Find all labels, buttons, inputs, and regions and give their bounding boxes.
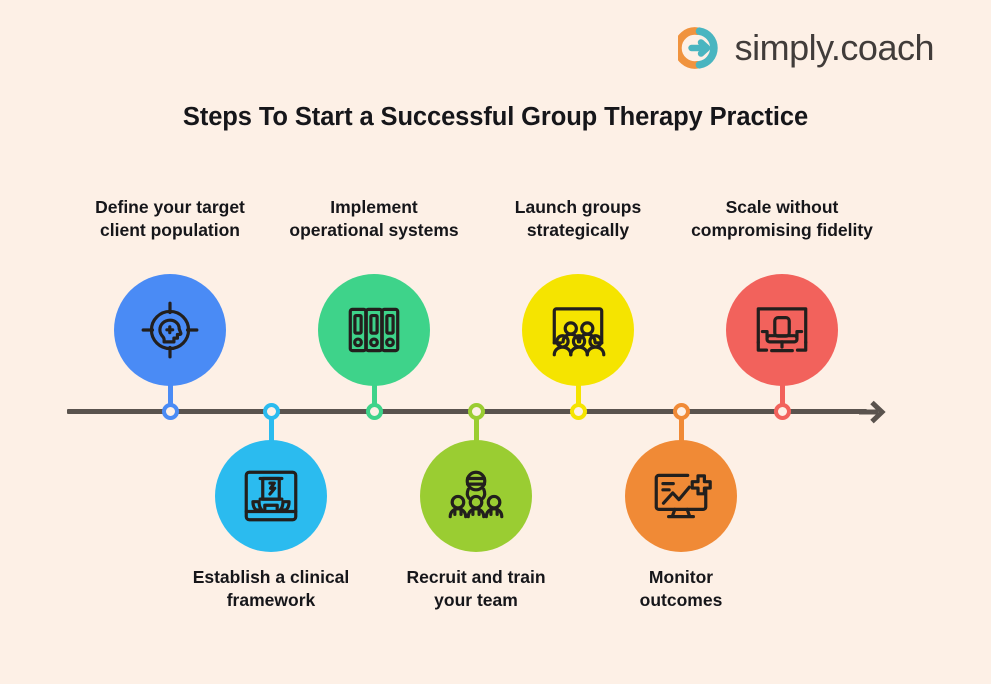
timeline-step-4-label: Recruit and train your team bbox=[406, 567, 546, 611]
timeline-step-6-connector bbox=[678, 411, 684, 446]
office-chair-frame-icon bbox=[749, 297, 815, 363]
timeline-step-7-connector bbox=[779, 380, 785, 411]
timeline-step-3-node[interactable] bbox=[365, 402, 383, 420]
arrow-right-icon bbox=[859, 400, 886, 424]
team-training-people-icon bbox=[443, 463, 509, 529]
timeline-step-2-icon-badge[interactable] bbox=[215, 440, 327, 552]
timeline-step-2-node[interactable] bbox=[262, 402, 280, 420]
timeline-step-2-label: Establish a clinical framework bbox=[192, 567, 350, 611]
simply-coach-circle-arrow-icon bbox=[677, 27, 718, 69]
timeline-step-3-connector bbox=[371, 380, 377, 411]
timeline-step-5-node[interactable] bbox=[569, 402, 587, 420]
timeline-step-4-icon-badge[interactable] bbox=[420, 440, 532, 552]
timeline-step-4-connector bbox=[473, 411, 479, 446]
timeline-step-5-icon-badge[interactable] bbox=[522, 274, 634, 386]
clinical-framework-room-icon bbox=[238, 463, 304, 529]
timeline-step-2-connector bbox=[268, 411, 274, 446]
timeline-step-1-label: Define your target client population bbox=[95, 197, 245, 241]
timeline-step-5-connector bbox=[575, 380, 581, 411]
binders-archive-icon bbox=[341, 297, 407, 363]
timeline-step-7-icon-badge[interactable] bbox=[726, 274, 838, 386]
timeline-step-1-node[interactable] bbox=[161, 402, 179, 420]
timeline-step-5-label: Launch groups strategically bbox=[514, 197, 642, 241]
timeline-step-6-node[interactable] bbox=[672, 402, 690, 420]
brand-logo: simply.coach bbox=[677, 26, 935, 70]
brand-wordmark: simply.coach bbox=[734, 27, 935, 68]
timeline-step-3-icon-badge[interactable] bbox=[318, 274, 430, 386]
timeline-step-1-connector bbox=[167, 380, 173, 411]
monitor-chart-health-icon bbox=[648, 463, 714, 529]
timeline-step-1-icon-badge[interactable] bbox=[114, 274, 226, 386]
timeline-step-4-node[interactable] bbox=[467, 402, 485, 420]
timeline-axis bbox=[67, 409, 867, 414]
timeline-step-6-label: Monitor outcomes bbox=[639, 567, 723, 611]
page-title: Steps To Start a Successful Group Therap… bbox=[182, 103, 809, 131]
timeline-step-7-node[interactable] bbox=[773, 402, 791, 420]
target-head-crosshair-icon bbox=[137, 297, 203, 363]
group-presentation-screen-icon bbox=[545, 297, 611, 363]
timeline-step-6-icon-badge[interactable] bbox=[625, 440, 737, 552]
timeline-step-7-label: Scale without compromising fidelity bbox=[691, 197, 873, 241]
timeline-step-3-label: Implement operational systems bbox=[289, 197, 459, 241]
